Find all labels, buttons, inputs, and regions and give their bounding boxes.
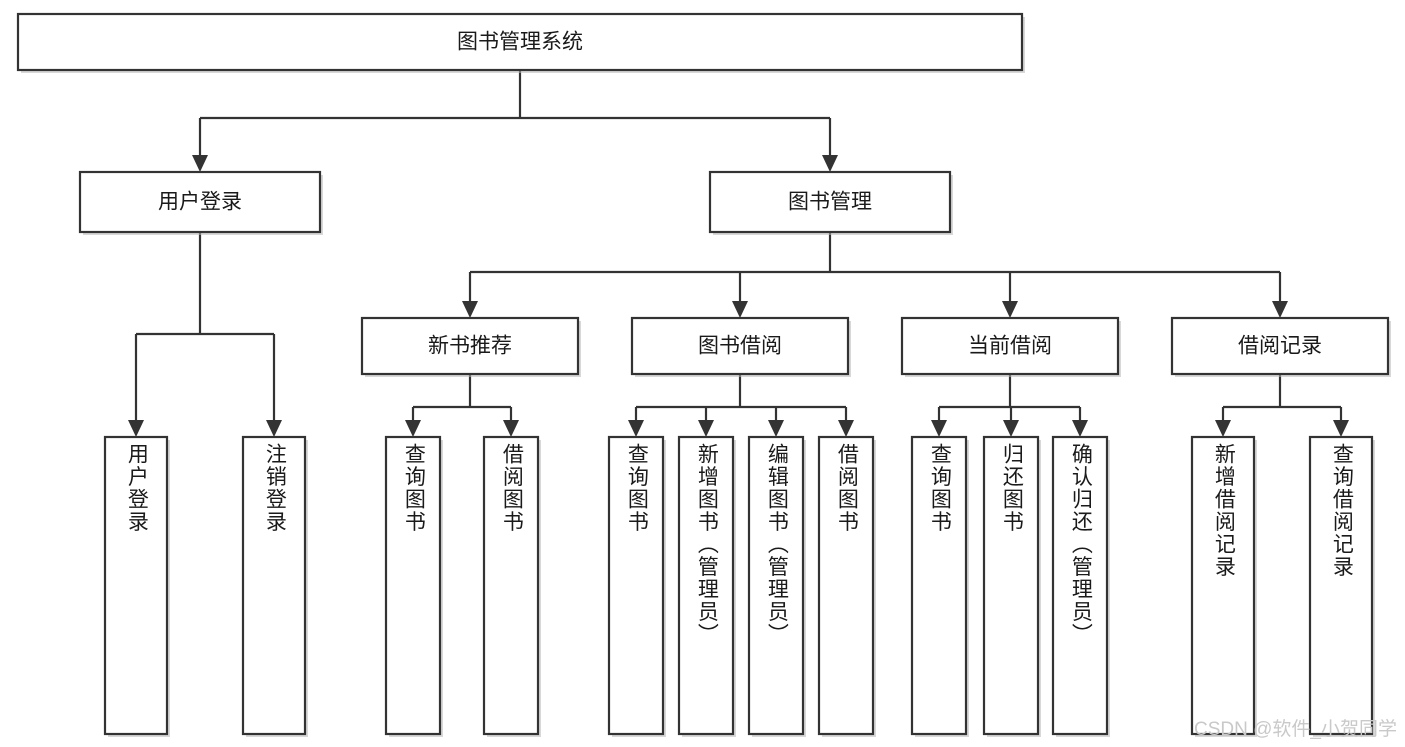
bookmanage-to-l2-branch-3-arrowhead <box>1272 301 1288 318</box>
node-leaf-query-record-box[interactable] <box>1308 435 1374 736</box>
bookmanage-to-l2-branch-1-arrowhead <box>732 301 748 318</box>
root-to-l1-branch-0-arrowhead <box>192 155 208 172</box>
currentborrow-to-leaves-branch-1-arrowhead <box>1003 420 1019 437</box>
node-current-borrow-label: 当前借阅 <box>968 335 1052 358</box>
userlogin-to-leaves-branch-0-arrowhead <box>128 420 144 437</box>
node-leaf-return-book-box[interactable] <box>982 435 1040 736</box>
node-leaf-edit-book-box[interactable] <box>747 435 805 736</box>
currentborrow-to-leaves-branch-0-arrowhead <box>931 420 947 437</box>
bookborrow-to-leaves-branch-1-arrowhead <box>698 420 714 437</box>
node-leaf-query-book-1-box[interactable] <box>384 435 442 736</box>
node-leaf-query-book-2-box[interactable] <box>607 435 665 736</box>
node-root-box[interactable] <box>16 12 1024 72</box>
node-book-borrow-box[interactable] <box>630 316 850 376</box>
bookborrow-to-leaves-branch-2-arrowhead <box>768 420 784 437</box>
node-leaf-user-login-box[interactable] <box>103 435 169 736</box>
node-leaf-borrow-book-1-box[interactable] <box>482 435 540 736</box>
newbook-to-leaves-branch-0-arrowhead <box>405 420 421 437</box>
watermark: CSDN @软件_小贺同学 <box>1194 719 1397 740</box>
node-borrow-record-label: 借阅记录 <box>1238 335 1322 358</box>
node-user-login-box[interactable] <box>78 170 322 234</box>
node-user-login-label: 用户登录 <box>158 191 242 214</box>
node-new-book-rec-box[interactable] <box>360 316 580 376</box>
node-root-label: 图书管理系统 <box>457 31 583 54</box>
borrowrecord-to-leaves-branch-1-arrowhead <box>1333 420 1349 437</box>
bookmanage-to-l2-branch-2-arrowhead <box>1002 301 1018 318</box>
bookborrow-to-leaves-branch-0-arrowhead <box>628 420 644 437</box>
node-leaf-user-logout-box[interactable] <box>241 435 307 736</box>
borrowrecord-to-leaves-branch-0-arrowhead <box>1215 420 1231 437</box>
bookborrow-to-leaves-branch-3-arrowhead <box>838 420 854 437</box>
node-leaf-add-record-box[interactable] <box>1190 435 1256 736</box>
node-current-borrow-box[interactable] <box>900 316 1120 376</box>
node-new-book-rec-label: 新书推荐 <box>428 335 512 358</box>
node-leaf-add-book-box[interactable] <box>677 435 735 736</box>
node-leaf-query-book-3-box[interactable] <box>910 435 968 736</box>
boxes-layer <box>16 12 1391 737</box>
userlogin-to-leaves-branch-1-arrowhead <box>266 420 282 437</box>
node-book-borrow-label: 图书借阅 <box>698 335 782 358</box>
node-book-manage-label: 图书管理 <box>788 191 872 214</box>
node-leaf-borrow-book-2-box[interactable] <box>817 435 875 736</box>
connectors-layer <box>128 70 1349 437</box>
bookmanage-to-l2-branch-0-arrowhead <box>462 301 478 318</box>
root-to-l1-branch-1-arrowhead <box>822 155 838 172</box>
node-borrow-record-box[interactable] <box>1170 316 1390 376</box>
node-leaf-confirm-return-box[interactable] <box>1051 435 1109 736</box>
currentborrow-to-leaves-branch-2-arrowhead <box>1072 420 1088 437</box>
newbook-to-leaves-branch-1-arrowhead <box>503 420 519 437</box>
node-book-manage-box[interactable] <box>708 170 952 234</box>
